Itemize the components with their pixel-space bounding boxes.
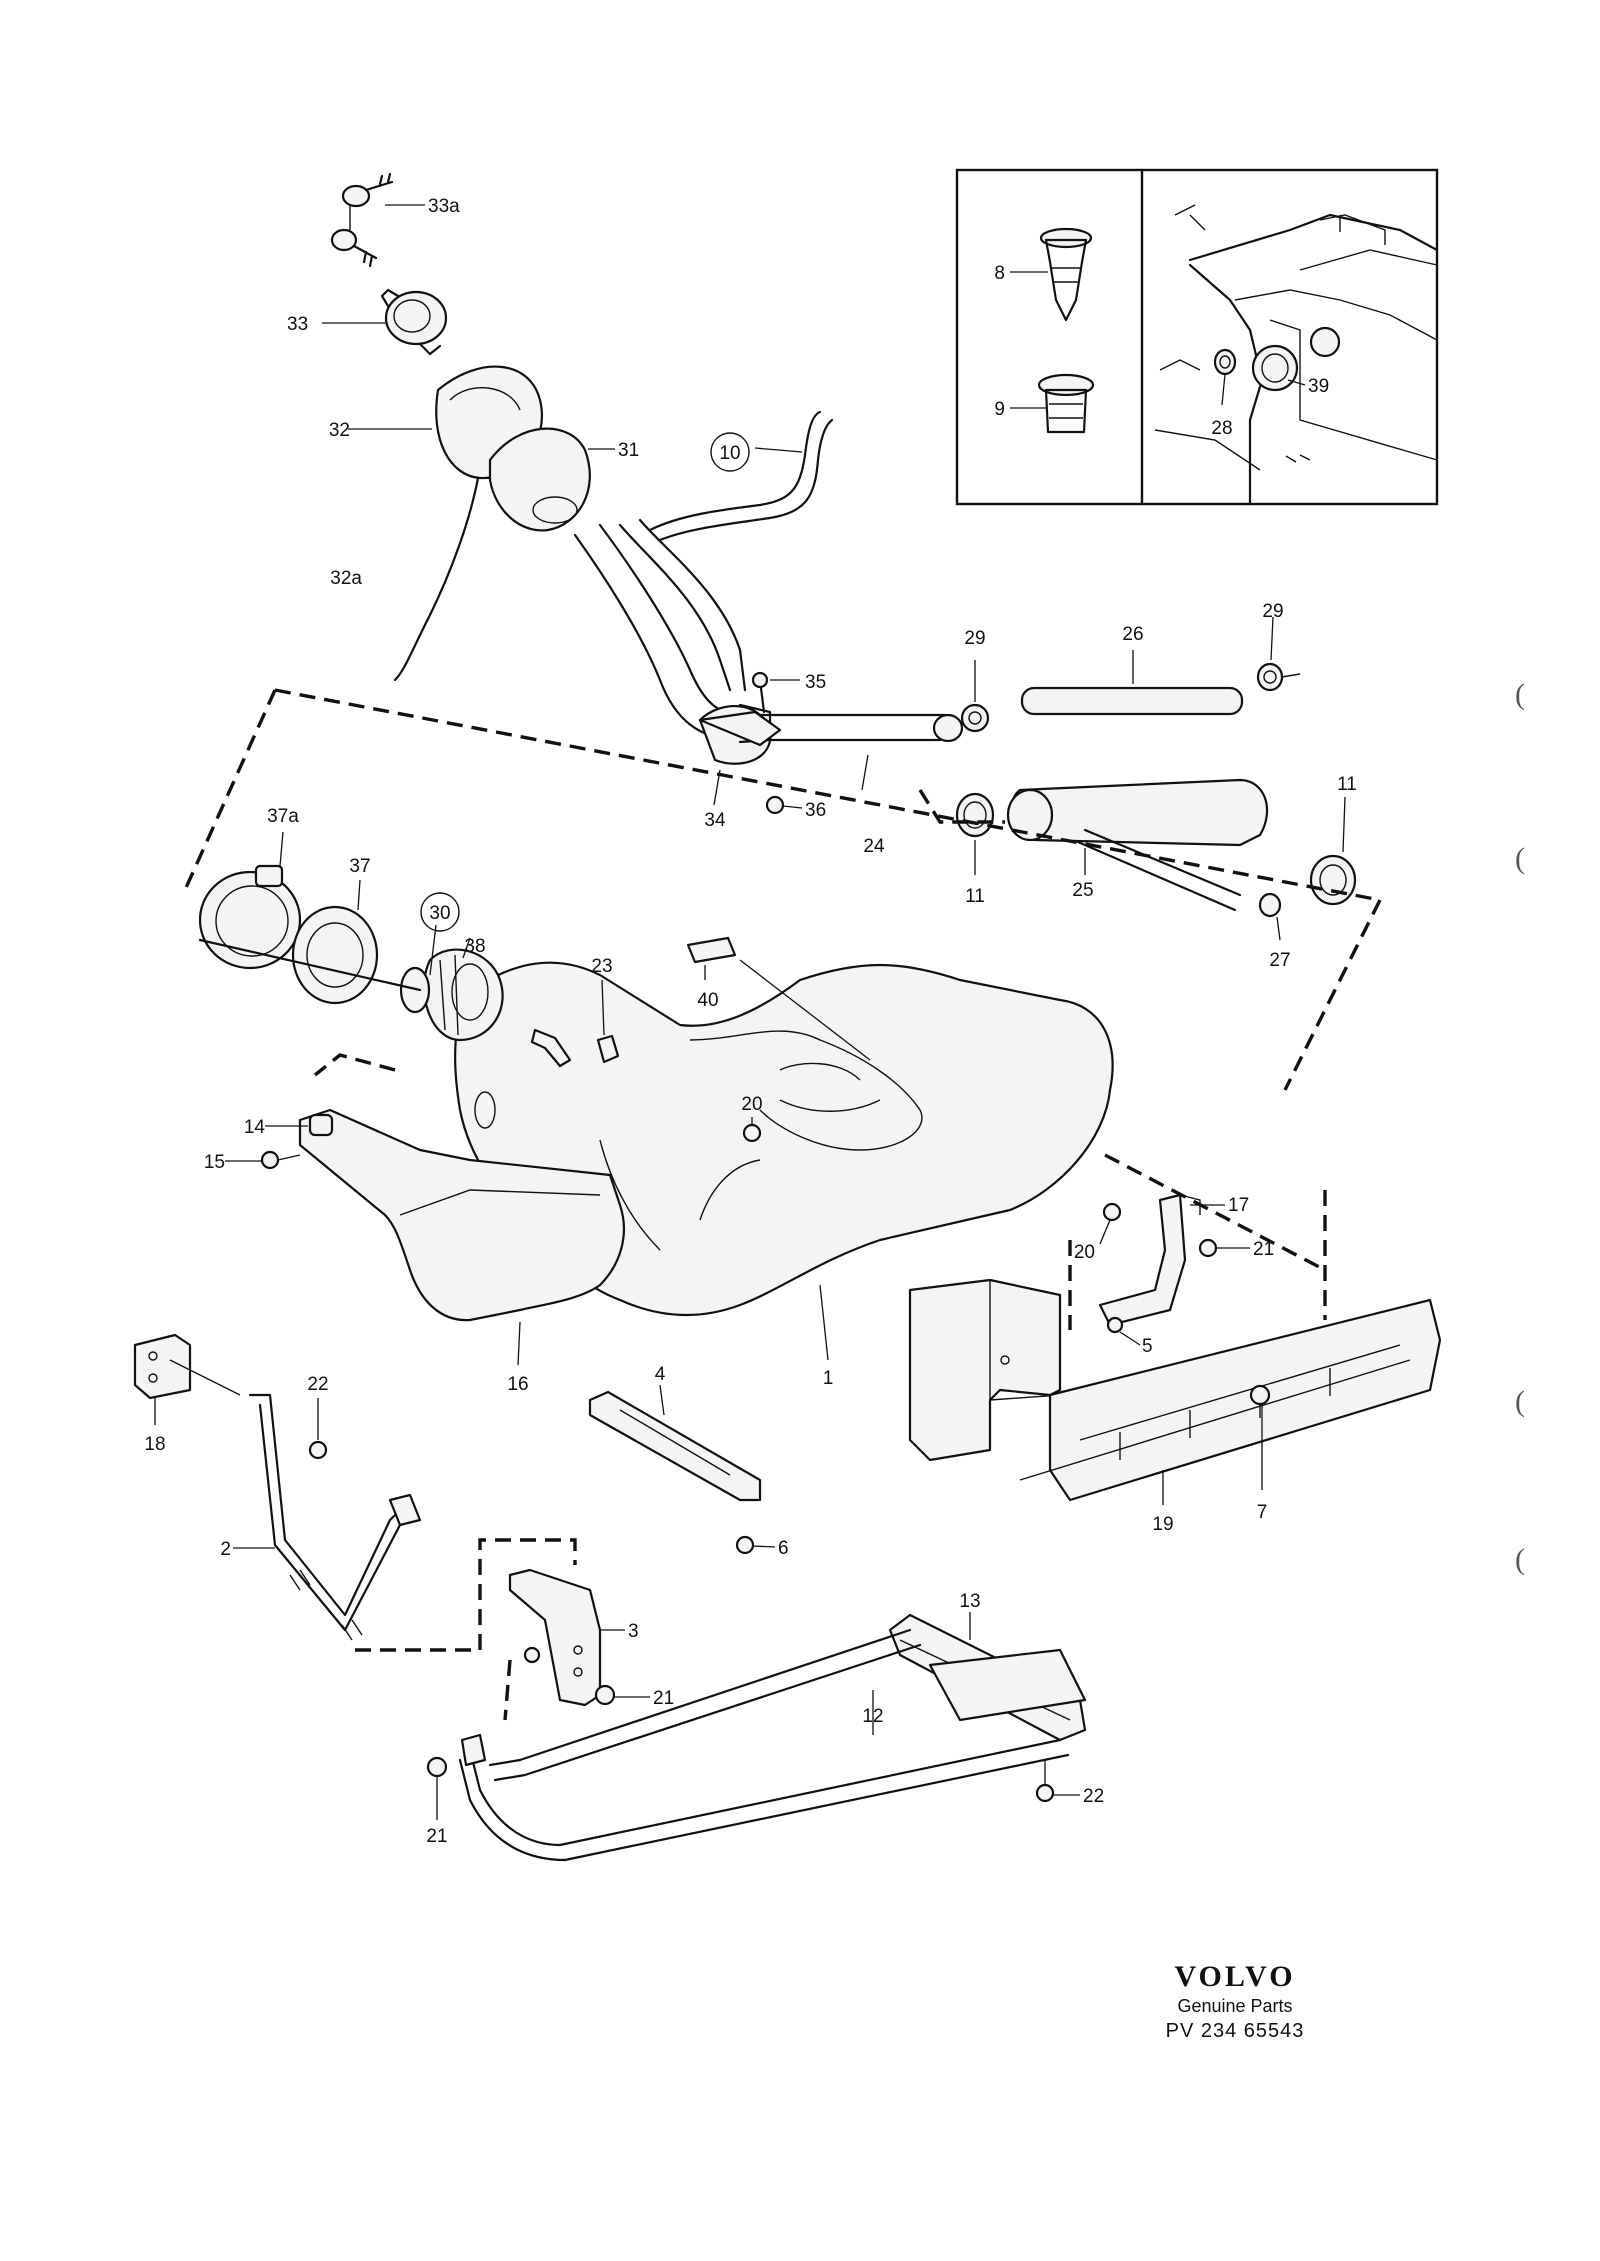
bracket-18-icon <box>133 1333 241 1425</box>
filler-cap-32-icon <box>348 365 543 682</box>
callout-29-right: 29 <box>1262 601 1283 622</box>
edge-mark-1: ( <box>1515 678 1525 711</box>
filler-pipe-24 <box>573 523 964 791</box>
callout-34: 34 <box>704 810 726 831</box>
strap-2-icon <box>233 1393 422 1641</box>
keys-33a-icon <box>330 172 425 268</box>
callout-32a: 32a <box>330 568 362 589</box>
push-clip-8-icon <box>1010 227 1093 322</box>
callout-8: 8 <box>994 263 1005 284</box>
callout-2: 2 <box>220 1539 231 1560</box>
volvo-logo: VOLVO <box>1174 1960 1296 1993</box>
clamp-11-right-icon <box>1309 854 1357 906</box>
callout-11-right: 11 <box>1337 774 1357 795</box>
callout-22-lower: 22 <box>1083 1786 1104 1807</box>
callout-37a: 37a <box>267 806 299 827</box>
lock-cylinder-33-icon <box>322 288 448 356</box>
callout-21-middle: 21 <box>653 1688 674 1709</box>
screw-20-lower-icon <box>1099 1202 1122 1245</box>
callout-12: 12 <box>862 1706 883 1727</box>
callout-5: 5 <box>1142 1336 1153 1357</box>
callout-10-circled: 10 <box>719 443 740 464</box>
callout-16: 16 <box>507 1374 528 1395</box>
bracket-17-group <box>1098 1193 1250 1346</box>
callout-40: 40 <box>697 990 718 1011</box>
clamp-37a-icon <box>198 831 302 970</box>
callout-20-upper: 20 <box>741 1094 762 1115</box>
callout-36: 36 <box>805 800 826 821</box>
callout-7: 7 <box>1257 1502 1268 1523</box>
clamp-29-right-icon <box>1256 662 1284 692</box>
callout-33: 33 <box>287 314 308 335</box>
callout-9: 9 <box>994 399 1005 420</box>
callout-25: 25 <box>1072 880 1093 901</box>
tank-strap-16 <box>298 1108 625 1366</box>
callout-15: 15 <box>204 1152 225 1173</box>
callout-28: 28 <box>1211 418 1232 439</box>
callout-29-left: 29 <box>964 628 985 649</box>
crossmember-13-group <box>426 1612 1087 1862</box>
callout-14: 14 <box>244 1117 266 1138</box>
callout-37: 37 <box>349 856 370 877</box>
inset-detail-box <box>955 168 1439 506</box>
callout-20-lower: 20 <box>1074 1242 1095 1263</box>
callout-26: 26 <box>1122 624 1143 645</box>
edge-mark-3: ( <box>1515 1385 1525 1418</box>
callout-27: 27 <box>1269 950 1290 971</box>
callout-21-lower: 21 <box>426 1826 447 1847</box>
heat-shield-19 <box>908 1278 1442 1505</box>
brand-tagline: Genuine Parts <box>1177 1996 1293 2016</box>
sender-unit-38-icon <box>399 937 504 1042</box>
screw-15-icon <box>225 1150 301 1170</box>
rubber-14-icon <box>265 1113 334 1137</box>
callout-38: 38 <box>464 936 485 957</box>
edge-mark-4: ( <box>1515 1543 1525 1576</box>
callout-30-circled: 30 <box>429 903 450 924</box>
clamp-27-icon <box>1258 892 1282 918</box>
sender-unit-group <box>198 831 871 1068</box>
strip-4-icon <box>588 1384 776 1555</box>
callout-18: 18 <box>144 1434 165 1455</box>
callout-6: 6 <box>778 1538 789 1559</box>
callout-19: 19 <box>1152 1514 1173 1535</box>
edge-mark-2: ( <box>1515 842 1525 875</box>
callout-31: 31 <box>618 440 639 461</box>
lock-ring-37-icon <box>291 879 379 1005</box>
plug-9-icon <box>1010 373 1095 434</box>
callout-13: 13 <box>959 1591 980 1612</box>
clamp-29-left-icon <box>960 703 990 733</box>
connector-30-icon <box>429 924 437 976</box>
fuel-cap-keys-group <box>322 172 615 682</box>
pipe-clip-group <box>698 671 803 815</box>
brand-block: VOLVO Genuine Parts PV 234 65543 <box>1120 1960 1350 2044</box>
filler-neck-25-group <box>955 778 1357 941</box>
callout-11-left: 11 <box>965 886 985 907</box>
callout-21-right: 21 <box>1253 1239 1274 1260</box>
callout-35: 35 <box>805 672 826 693</box>
part-diagram-code: PV 234 65543 <box>1165 2020 1305 2042</box>
filler-seal-31-icon <box>488 427 615 532</box>
callout-39: 39 <box>1308 376 1329 397</box>
bracket-3-icon <box>508 1568 650 1707</box>
callout-1: 1 <box>823 1368 834 1389</box>
callout-17: 17 <box>1228 1195 1249 1216</box>
callout-labels: 33a 33 32 31 10 32a 35 29 26 29 34 36 24… <box>144 196 1356 1847</box>
callout-24: 24 <box>863 836 885 857</box>
callout-33a: 33a <box>428 196 460 217</box>
screw-20-upper-icon <box>742 1117 762 1143</box>
body-panel-sketch <box>1154 204 1439 506</box>
clamp-11-left-icon <box>955 792 995 838</box>
callout-22-upper: 22 <box>307 1374 328 1395</box>
callout-23: 23 <box>591 956 612 977</box>
hose-26-group <box>960 616 1301 733</box>
callout-3: 3 <box>628 1621 639 1642</box>
callout-32: 32 <box>329 420 350 441</box>
callout-4: 4 <box>655 1364 666 1385</box>
breather-hose-10 <box>618 410 834 692</box>
